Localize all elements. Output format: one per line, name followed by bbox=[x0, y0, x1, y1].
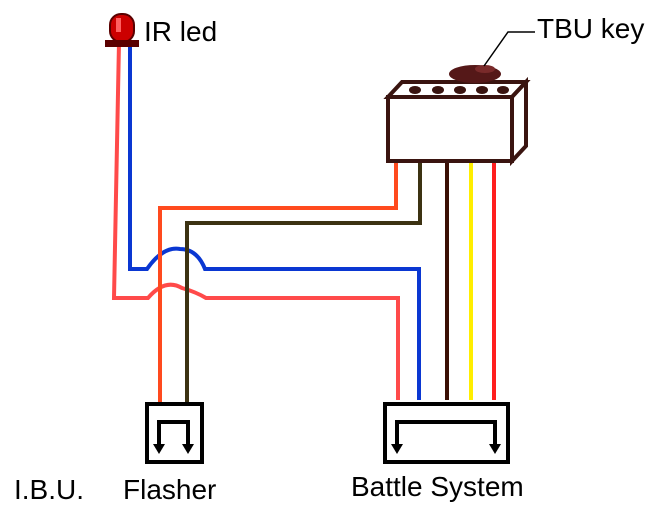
wire-orange-tbu-to-flasher bbox=[158, 160, 398, 403]
tbu-key-box bbox=[383, 76, 531, 167]
flasher-connector bbox=[145, 402, 204, 464]
flasher-label: Flasher bbox=[123, 474, 217, 505]
wire-red-ir-to-battle bbox=[111, 41, 400, 400]
battle-system-label: Battle System bbox=[351, 471, 524, 502]
ir-led-label: IR led bbox=[144, 16, 218, 47]
battle-system-connector bbox=[383, 402, 510, 464]
wire-olive-tbu-to-flasher bbox=[185, 160, 422, 403]
wire-blue-ir-to-battle bbox=[128, 42, 421, 400]
tbu-key-label: TBU key bbox=[537, 13, 645, 44]
ibu-label: I.B.U. bbox=[14, 474, 85, 505]
tbu-pin-holes bbox=[409, 86, 509, 94]
wires bbox=[111, 41, 496, 403]
ir-led-icon bbox=[105, 13, 139, 47]
tbu-key-pointer-line bbox=[483, 31, 535, 67]
tbu-key-button-icon bbox=[449, 65, 501, 83]
